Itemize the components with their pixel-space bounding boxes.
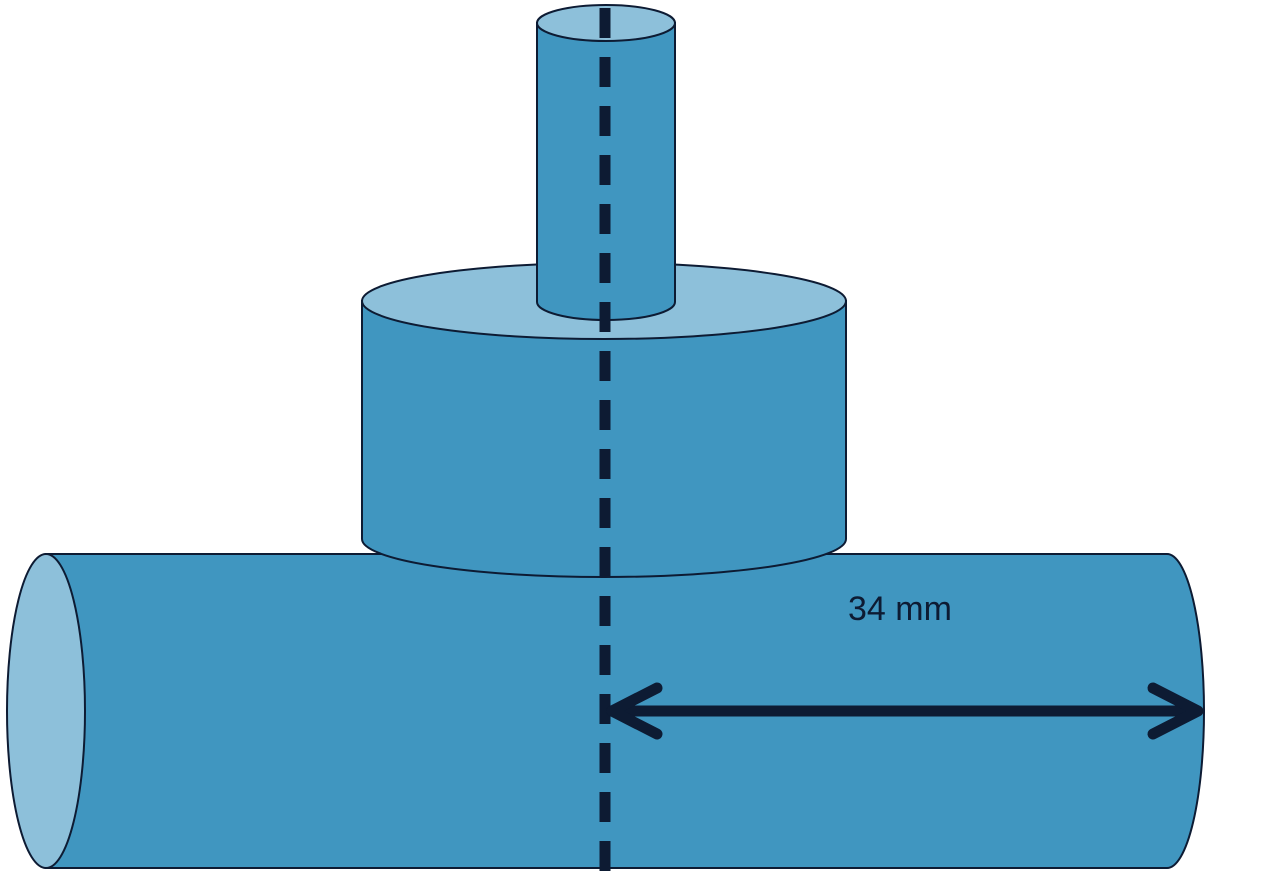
middle-cylinder-body bbox=[361, 300, 847, 578]
large-cylinder-end-face bbox=[6, 553, 86, 869]
dimension-label: 34 mm bbox=[848, 590, 952, 628]
dimension-arrow bbox=[606, 682, 1204, 740]
dimension-arrowhead-left bbox=[606, 682, 663, 740]
dimension-arrowhead-right bbox=[1147, 682, 1204, 740]
